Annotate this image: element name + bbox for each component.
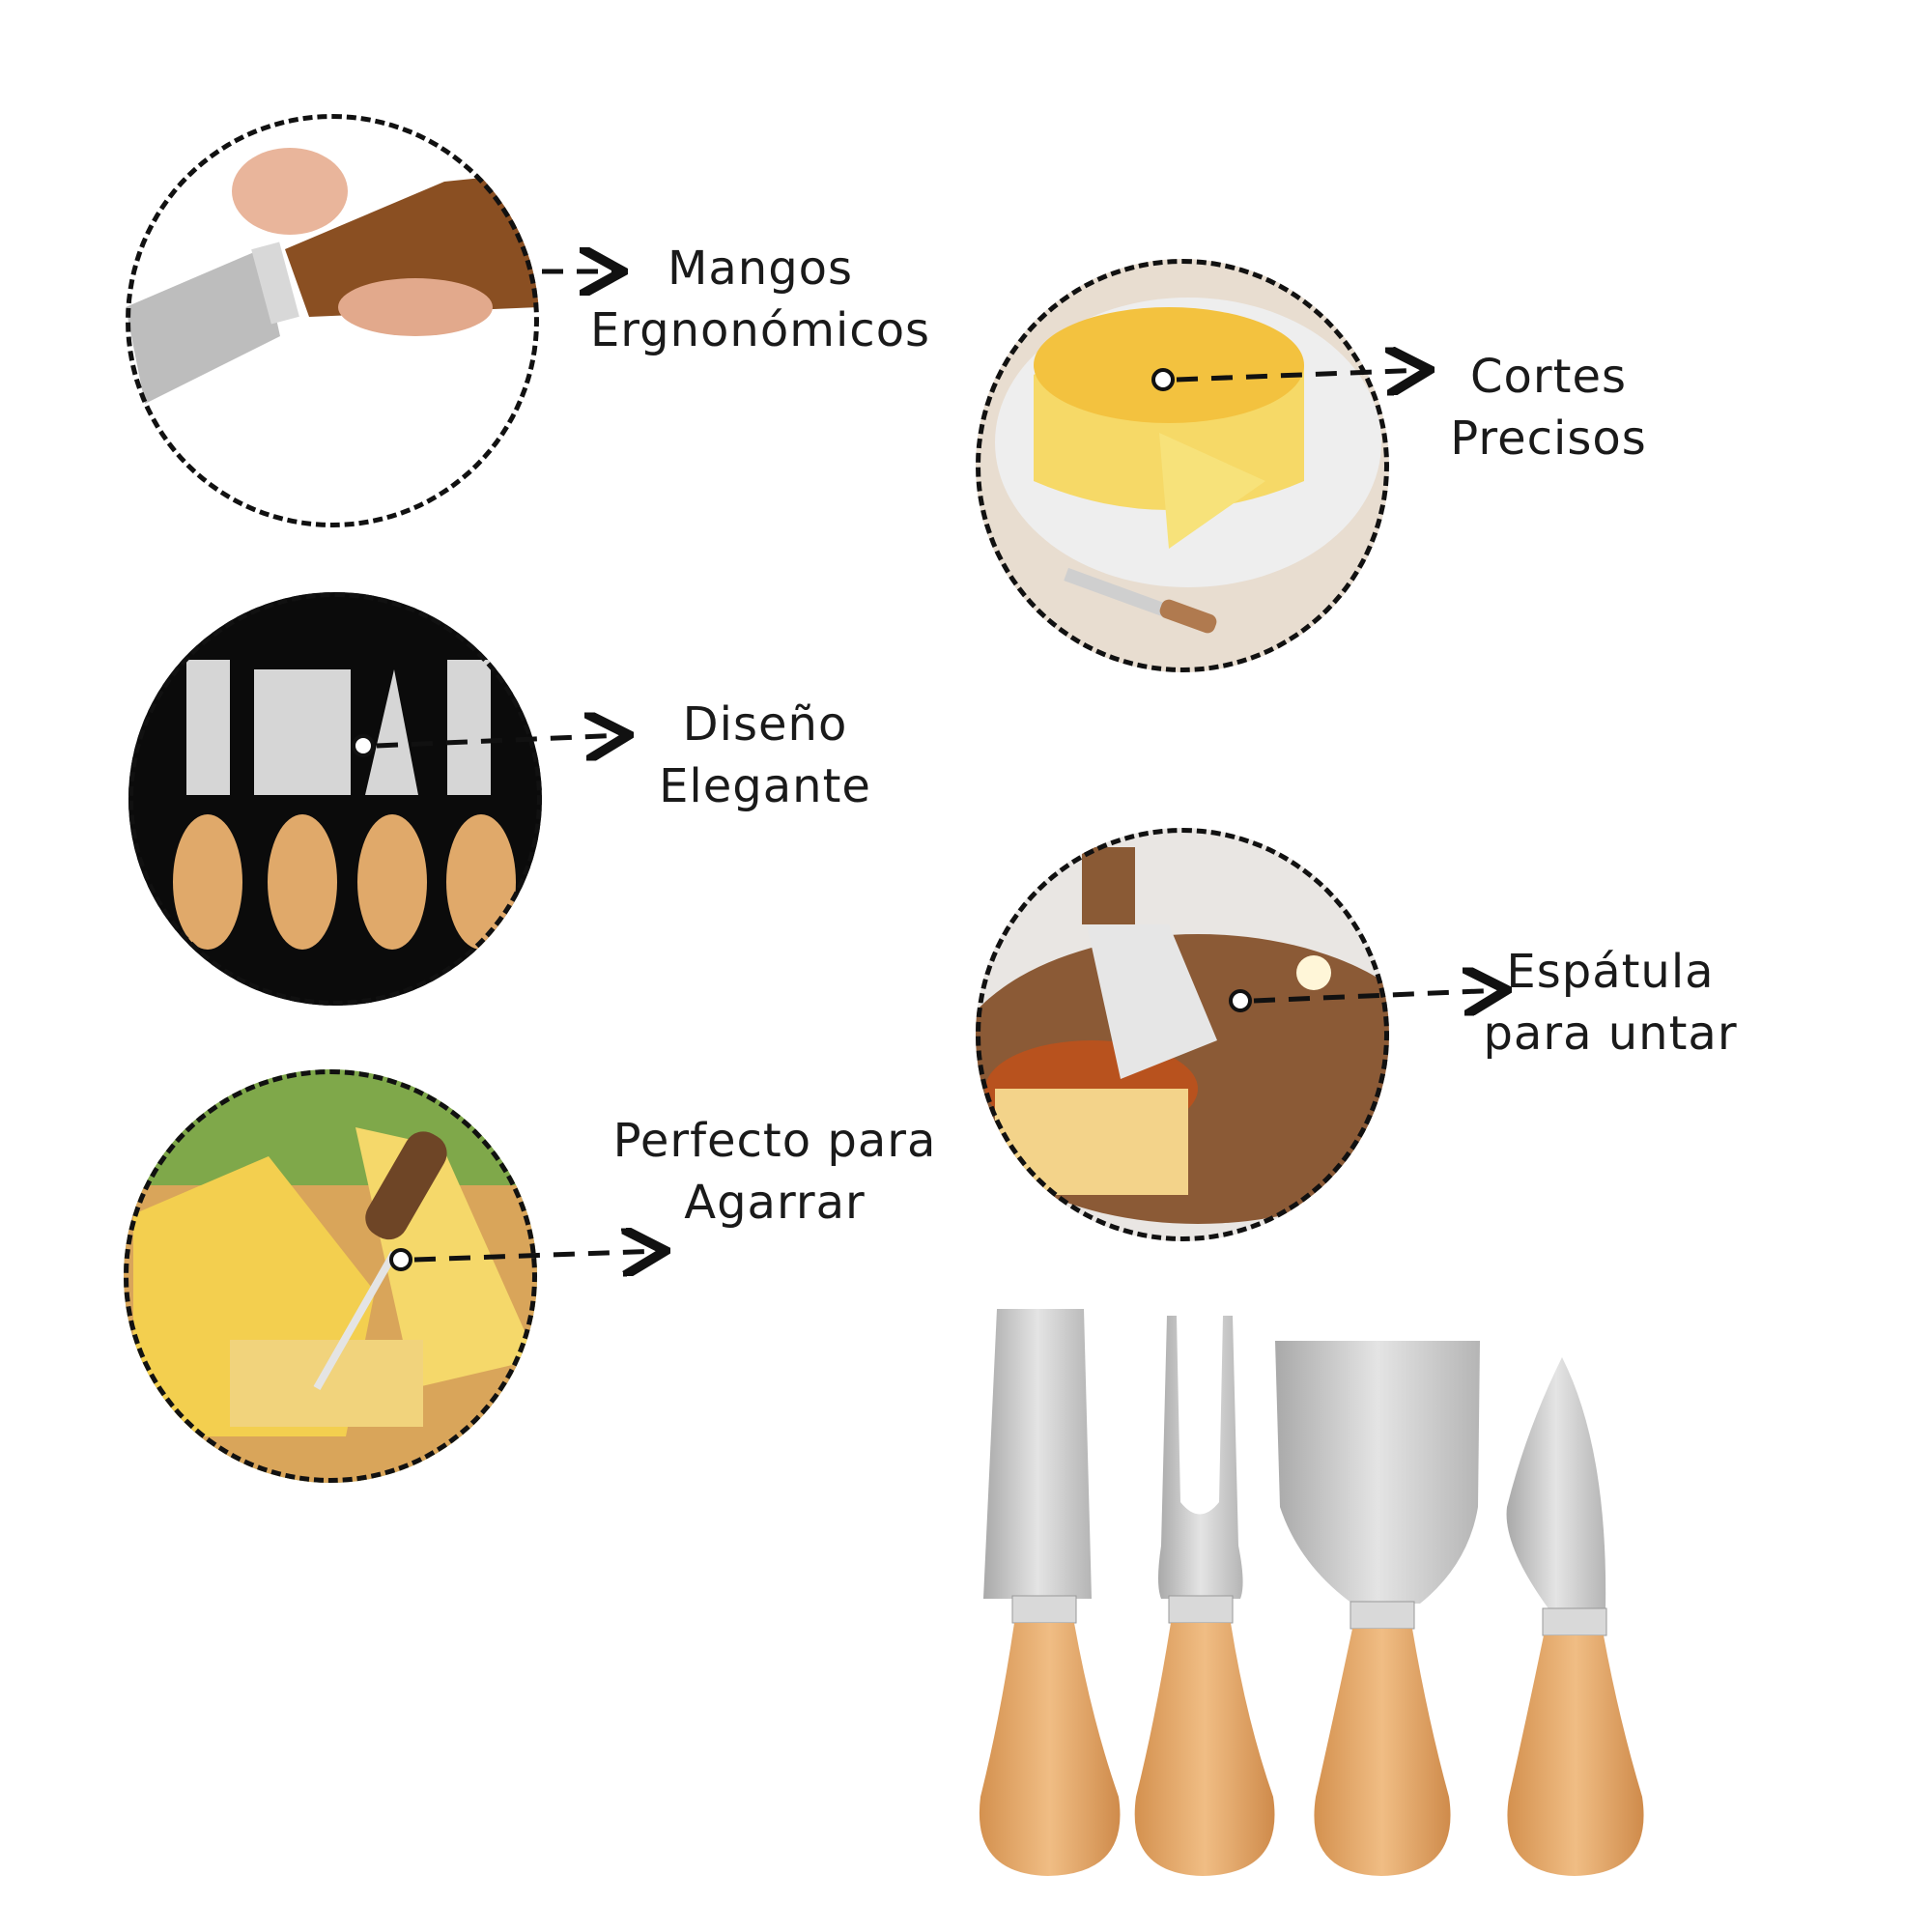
arrow-diseno	[376, 735, 624, 746]
label-line: Cortes	[1470, 350, 1627, 404]
label-line: Espátula	[1506, 945, 1715, 999]
anchor-dot	[352, 734, 375, 757]
feature-label-perfecto: Perfecto para Agarrar	[613, 1110, 937, 1234]
dashed-ring	[124, 1069, 537, 1483]
label-line: para untar	[1483, 1007, 1738, 1061]
feature-label-diseno: Diseño Elegante	[659, 694, 871, 817]
label-line: Agarrar	[684, 1176, 866, 1230]
rectangular-cheese-knife	[979, 1309, 1121, 1876]
feature-label-cortes: Cortes Precisos	[1450, 346, 1646, 469]
anchor-dot	[1229, 989, 1252, 1012]
pointed-cheese-knife	[1506, 1357, 1644, 1876]
label-line: Ergnonómicos	[589, 303, 931, 357]
cheese-fork	[1134, 1316, 1275, 1876]
dashed-ring	[976, 259, 1389, 672]
dashed-ring	[976, 828, 1389, 1241]
dashed-ring	[128, 592, 542, 1006]
dashed-ring	[126, 114, 539, 527]
cheese-spatula	[1275, 1341, 1480, 1876]
feature-label-espatula: Espátula para untar	[1483, 941, 1737, 1065]
arrow-perfecto	[413, 1251, 661, 1260]
label-line: Perfecto para	[612, 1114, 937, 1168]
feature-label-mangos: Mangos Ergnonómicos	[590, 238, 930, 361]
anchor-dot	[1151, 368, 1175, 391]
label-line: Elegante	[659, 759, 871, 813]
label-line: Precisos	[1450, 412, 1647, 466]
arrow-espatula	[1253, 990, 1502, 1001]
label-line: Mangos	[667, 242, 854, 296]
arrow-cortes	[1176, 370, 1425, 380]
anchor-dot	[389, 1248, 412, 1271]
label-line: Diseño	[682, 697, 848, 752]
